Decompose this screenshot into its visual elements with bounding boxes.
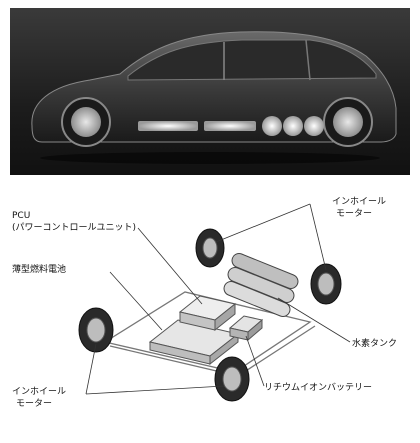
- label-wheel-motor-left: インホイール: [12, 386, 66, 397]
- car-window: [127, 39, 377, 81]
- concept-car-photo: [10, 8, 410, 175]
- pcu-unit: [178, 295, 237, 332]
- label-motor-right: モーター: [336, 208, 372, 219]
- label-fuel-cell: 薄型燃料電池: [12, 263, 66, 275]
- glow-fuel-cell: [138, 121, 198, 131]
- leader-lines: [85, 203, 351, 395]
- label-battery: リチウムイオンバッテリー: [264, 382, 372, 393]
- glow-tank-2: [283, 116, 303, 136]
- battery-pack: [228, 315, 264, 342]
- hydrogen-tanks: [223, 253, 299, 317]
- label-pcu-sub: (パワーコントロールユニット): [12, 222, 136, 233]
- label-hydrogen-tank: 水素タンク: [352, 337, 397, 349]
- wheel-front-right: [195, 228, 225, 268]
- glow-battery: [204, 121, 256, 131]
- wheel-rear-right: [310, 263, 342, 305]
- glow-tank-1: [262, 116, 282, 136]
- wheel-front-left: [78, 307, 114, 353]
- label-pcu: PCU: [12, 211, 30, 221]
- label-motor-left: モーター: [16, 398, 52, 409]
- label-wheel-motor-right: インホイール: [332, 196, 386, 207]
- chassis-diagram: PCU (パワーコントロールユニット) 薄型燃料電池 インホイール モーター 水…: [10, 184, 410, 439]
- wheel-rear-left: [214, 356, 250, 402]
- glow-tank-3: [304, 116, 324, 136]
